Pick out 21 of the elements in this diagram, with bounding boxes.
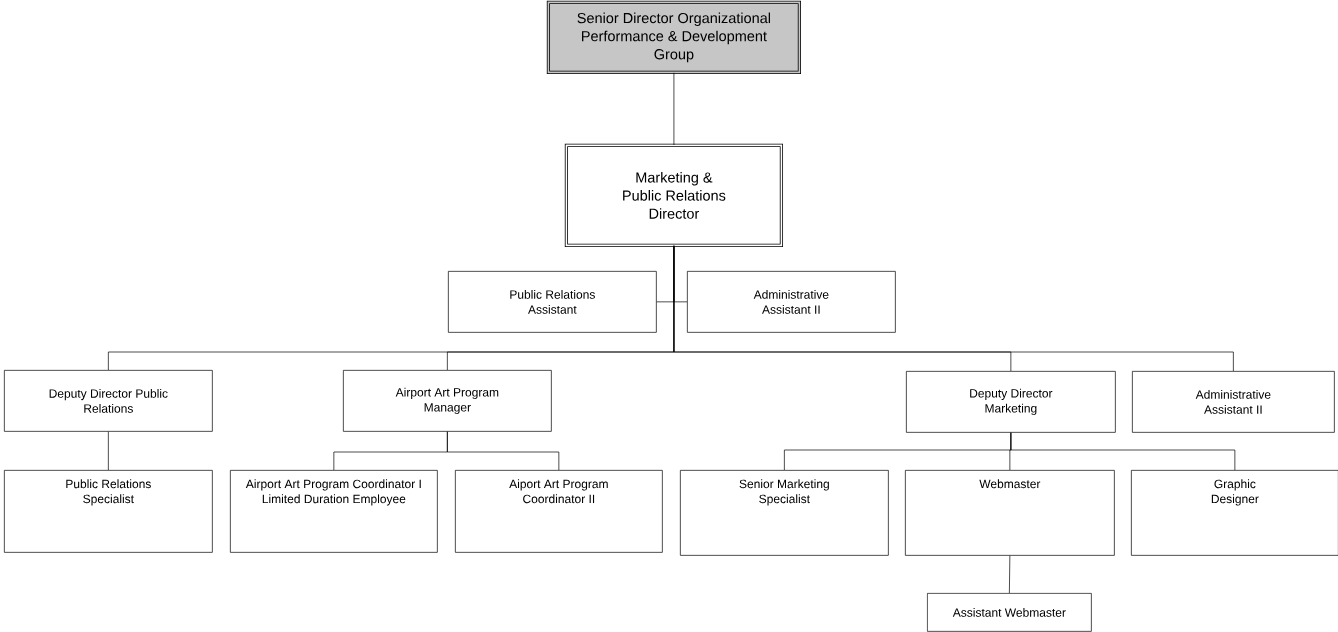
org-box: Airport Art Program Manager: [343, 370, 552, 432]
connector-line: [447, 431, 560, 471]
org-box: Deputy Director Marketing: [906, 371, 1116, 433]
org-box: Graphic Designer: [1131, 470, 1338, 556]
org-box: Assistant Webmaster: [927, 593, 1092, 632]
org-box: Administrative Assistant II: [1132, 371, 1335, 433]
org-box: Public Relations Assistant: [448, 271, 657, 333]
org-box: Administrative Assistant II: [687, 271, 896, 333]
connector-line: [673, 245, 1234, 372]
connector-line: [1010, 432, 1236, 471]
org-box: Marketing & Public Relations Director: [564, 143, 783, 247]
connector-line: [1009, 555, 1011, 594]
org-box: Deputy Director Public Relations: [4, 370, 213, 432]
org-box: Airport Art Program Coordinator I Limited Duration Employee: [230, 470, 438, 553]
connector-line: [108, 431, 109, 471]
org-box: Public Relations Specialist: [4, 470, 213, 553]
org-box: Aiport Art Program Coordinator II: [455, 470, 663, 553]
org-box: Senior Director Organizational Performance & Development Group: [546, 0, 801, 74]
org-box: Senior Marketing Specialist: [680, 470, 889, 556]
org-box: Webmaster: [905, 470, 1115, 556]
connector-line: [673, 72, 675, 146]
